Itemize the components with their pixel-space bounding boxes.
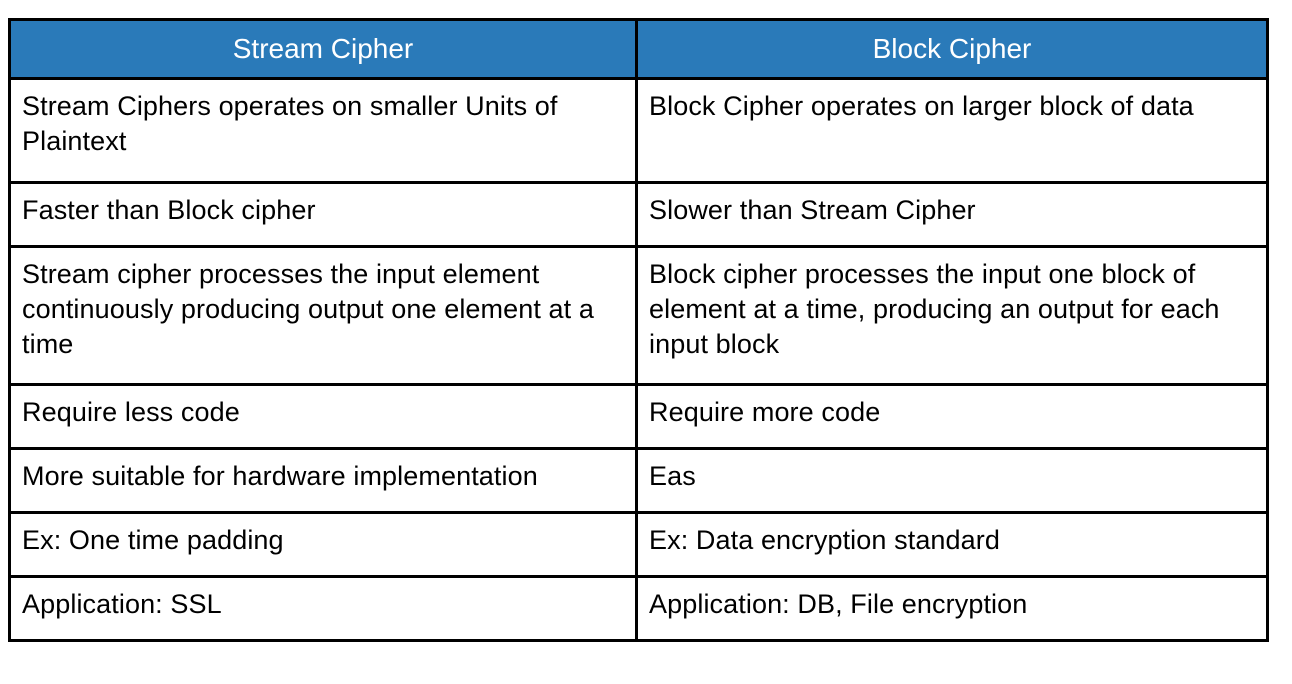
- cell-text: More suitable for hardware implementatio…: [22, 461, 538, 492]
- cell-text: Application: DB, File encryption: [649, 589, 1028, 620]
- header-row: Stream Cipher Block Cipher: [8, 17, 1269, 81]
- table-body: Stream Ciphers operates on smaller Units…: [8, 77, 1269, 643]
- cell-text: Require more code: [649, 397, 881, 428]
- table-cell-stream: More suitable for hardware implementatio…: [8, 447, 638, 515]
- cell-text: Eas: [649, 461, 696, 492]
- table-header: Stream Cipher Block Cipher: [8, 17, 1269, 81]
- table-cell-block: Require more code: [635, 383, 1269, 451]
- table-row: Ex: One time padding Ex: Data encryption…: [8, 511, 1269, 579]
- cell-text: Ex: One time padding: [22, 525, 284, 556]
- table-row: Application: SSL Application: DB, File e…: [8, 575, 1269, 643]
- table-row: Require less code Require more code: [8, 383, 1269, 451]
- table-row: Faster than Block cipher Slower than Str…: [8, 181, 1269, 249]
- cell-text: Slower than Stream Cipher: [649, 195, 976, 226]
- table-cell-stream: Stream Ciphers operates on smaller Units…: [8, 77, 638, 185]
- cell-text: Faster than Block cipher: [22, 195, 316, 226]
- table-cell-block: Slower than Stream Cipher: [635, 181, 1269, 249]
- table-cell-stream: Application: SSL: [8, 575, 638, 643]
- cell-text: Block Cipher operates on larger block of…: [649, 91, 1194, 122]
- cell-text: Block cipher processes the input one blo…: [649, 259, 1220, 360]
- table-cell-block: Block Cipher operates on larger block of…: [635, 77, 1269, 185]
- table-cell-block: Block cipher processes the input one blo…: [635, 245, 1269, 387]
- cell-text: Require less code: [22, 397, 240, 428]
- table-cell-block: Application: DB, File encryption: [635, 575, 1269, 643]
- table-cell-block: Eas: [635, 447, 1269, 515]
- table-row: Stream cipher processes the input elemen…: [8, 245, 1269, 387]
- table-cell-stream: Require less code: [8, 383, 638, 451]
- comparison-table: Stream Cipher Block Cipher Stream Cipher…: [8, 17, 1269, 643]
- table-cell-block: Ex: Data encryption standard: [635, 511, 1269, 579]
- table-cell-stream: Stream cipher processes the input elemen…: [8, 245, 638, 387]
- table-cell-stream: Faster than Block cipher: [8, 181, 638, 249]
- cell-text: Application: SSL: [22, 589, 222, 620]
- table-row: Stream Ciphers operates on smaller Units…: [8, 77, 1269, 185]
- column-header-block-cipher: Block Cipher: [635, 17, 1269, 81]
- column-header-stream-cipher: Stream Cipher: [8, 17, 638, 81]
- column-header-label: Stream Cipher: [232, 33, 414, 64]
- table-cell-stream: Ex: One time padding: [8, 511, 638, 579]
- cell-text: Ex: Data encryption standard: [649, 525, 1000, 556]
- column-header-label: Block Cipher: [872, 33, 1032, 64]
- table-row: More suitable for hardware implementatio…: [8, 447, 1269, 515]
- cell-text: Stream cipher processes the input elemen…: [22, 259, 594, 360]
- cell-text: Stream Ciphers operates on smaller Units…: [22, 91, 558, 157]
